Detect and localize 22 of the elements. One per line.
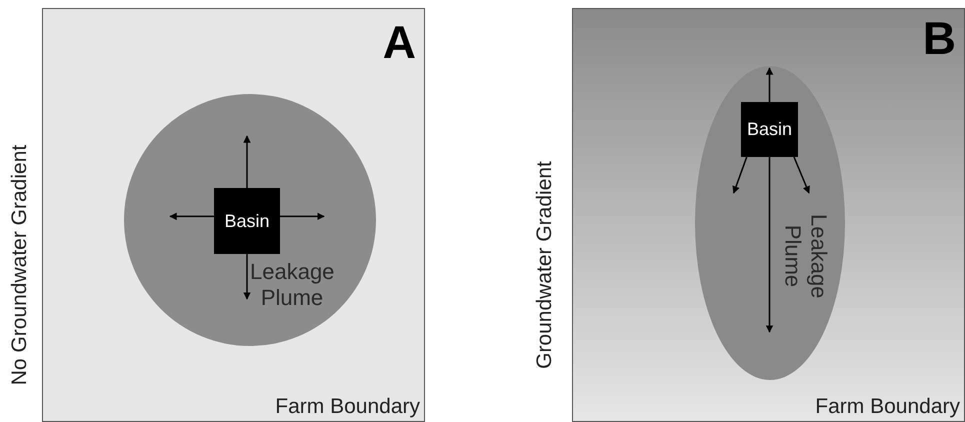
boundary-label: Farm Boundary bbox=[275, 395, 420, 419]
plume-label: Leakage Plume bbox=[250, 259, 334, 312]
basin-box bbox=[741, 102, 798, 157]
gradient-label: No Groundwater Gradient bbox=[8, 144, 32, 386]
arrow bbox=[732, 156, 748, 194]
farm-panel bbox=[572, 8, 965, 422]
arrow bbox=[793, 156, 810, 194]
arrow bbox=[169, 212, 214, 220]
arrow bbox=[243, 254, 251, 300]
basin-box bbox=[214, 188, 280, 254]
panel-letter: A bbox=[382, 19, 416, 65]
arrow bbox=[766, 157, 774, 333]
plume-label: Leakage Plume bbox=[779, 214, 832, 298]
boundary-label: Farm Boundary bbox=[815, 395, 960, 419]
basin-label: Basin bbox=[746, 119, 792, 140]
arrow bbox=[280, 212, 325, 220]
gradient-label: Groundwater Gradient bbox=[533, 161, 557, 369]
arrow bbox=[766, 67, 774, 102]
arrow bbox=[243, 135, 251, 188]
basin-label: Basin bbox=[224, 210, 270, 232]
farm-panel bbox=[42, 8, 425, 422]
panel-letter: B bbox=[922, 15, 956, 61]
